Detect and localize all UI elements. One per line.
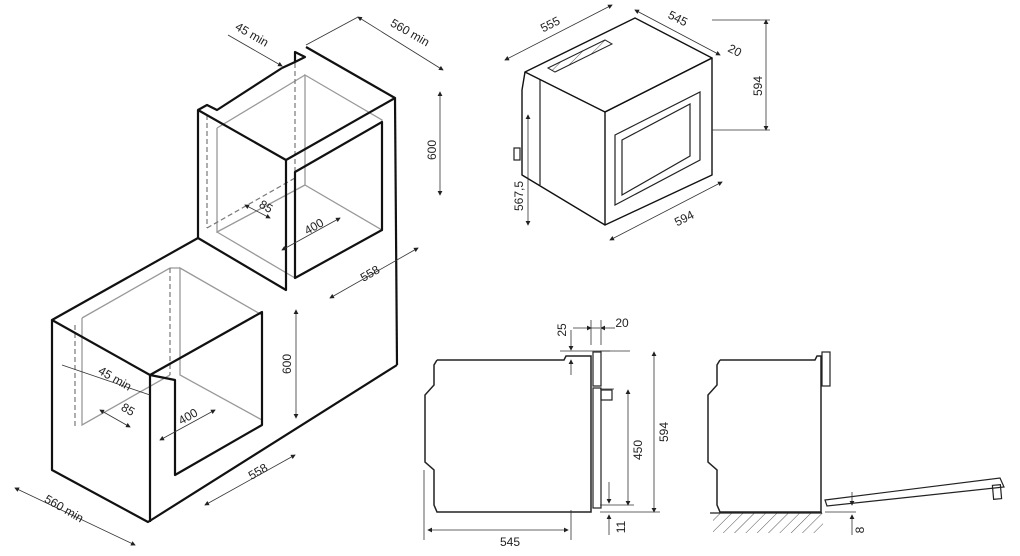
- lower-vent-width-label: 400: [176, 405, 201, 427]
- upper-gap-label: 45 min: [233, 19, 271, 49]
- oven-front-width-label: 594: [672, 208, 696, 230]
- side-door-thickness-label: 20: [615, 316, 629, 330]
- oven-body-height-label: 567,5: [512, 181, 526, 211]
- oven-door-thickness-label: 20: [726, 41, 745, 60]
- lower-vent-depth-label: 85: [119, 400, 138, 419]
- lower-depth-label: 560 min: [42, 492, 86, 525]
- bottom-offset-label: 11: [614, 520, 628, 533]
- door-clearance-label: 8: [853, 526, 867, 533]
- upper-depth-label: 560 min: [388, 16, 432, 49]
- total-height-label: 594: [657, 422, 671, 442]
- oven-open-door-view: [707, 351, 1005, 535]
- oven-isometric: [504, 4, 770, 241]
- oven-side-view: [423, 320, 660, 540]
- upper-cabinet: [196, 46, 399, 366]
- side-depth-label: 545: [500, 535, 520, 549]
- upper-vent-width-label: 400: [302, 215, 327, 237]
- lower-gap-label: 45 min: [96, 363, 134, 393]
- oven-height-label: 594: [751, 76, 765, 96]
- upper-width-label: 558: [358, 262, 383, 284]
- lower-width-label: 558: [246, 460, 271, 482]
- top-offset-label: 25: [555, 323, 569, 337]
- oven-depth-label: 545: [666, 8, 690, 30]
- upper-vent-depth-label: 85: [257, 197, 276, 216]
- upper-height-label: 600: [425, 140, 439, 160]
- door-height-label: 450: [631, 440, 645, 460]
- lower-height-label: 600: [280, 354, 294, 374]
- dimension-lines: [14, 16, 444, 546]
